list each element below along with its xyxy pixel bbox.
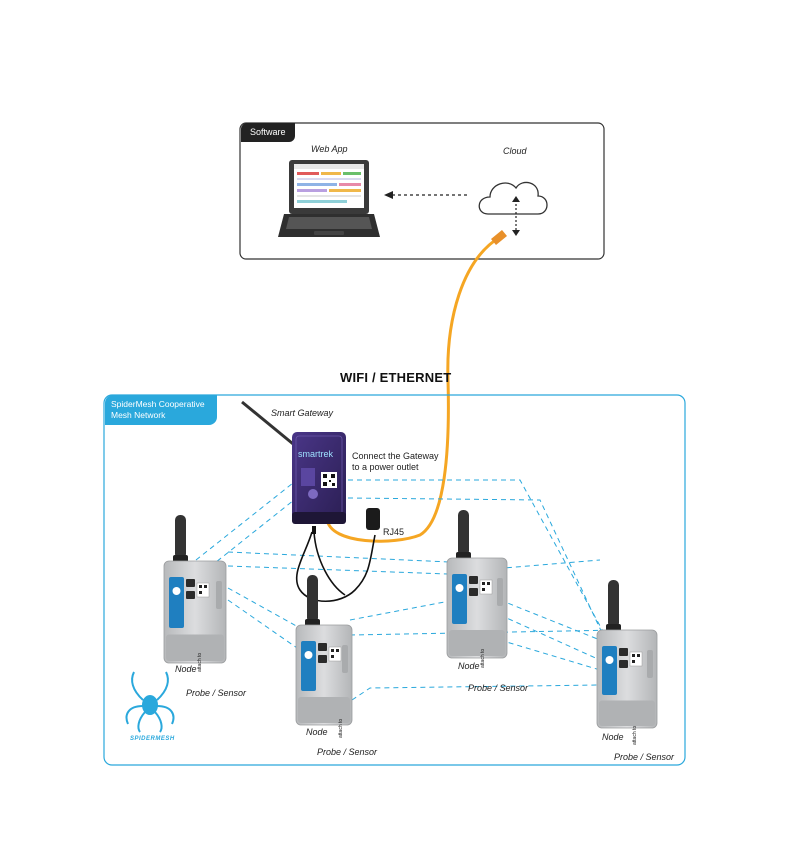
gateway-note-line2: to a power outlet [352,462,419,472]
attach-to-text: attach to [338,718,344,738]
qr-code-icon [479,579,493,595]
power-adapter-icon [366,508,380,530]
probe-sensor-label: Probe / Sensor [614,752,675,762]
qr-code-icon [629,651,643,667]
web-app-label: Web App [311,144,348,154]
node-label: Node [458,661,480,671]
cloud-icon [478,181,548,215]
qr-code-icon [328,646,342,662]
qr-code-icon [196,582,210,598]
node-label: Node [306,727,328,737]
probe-sensor-label: Probe / Sensor [468,683,529,693]
spidermesh-logo [125,671,175,733]
attach-to-text: attach to [632,725,638,745]
mesh-network-panel [103,394,686,766]
node-label: Node [602,732,624,742]
software-tag: Software [241,123,295,142]
antenna-icon [307,575,318,623]
probe-sensor-label: Probe / Sensor [186,688,247,698]
gateway-note-line1: Connect the Gateway [352,451,439,461]
smart-gateway-label: Smart Gateway [271,408,334,418]
node-panel [301,641,316,691]
antenna-icon [608,580,619,628]
antenna-icon [241,400,299,450]
gateway-device [241,400,346,524]
wifi-ethernet-title: WIFI / ETHERNET [340,370,452,385]
laptop-icon [278,160,380,237]
probe-sensor-label: Probe / Sensor [317,747,378,757]
spidermesh-logo-text: SPIDERMESH [130,736,175,742]
rj45-plug-icon [491,230,507,245]
gateway-note: Connect the Gateway to a power outlet [352,451,439,473]
power-cables [295,531,376,602]
node-panel [169,577,184,628]
antenna-icon [458,510,469,556]
node-label: Node [175,664,197,674]
cloud-label: Cloud [503,146,527,156]
gateway-brand: smartrek [298,449,334,459]
antenna-icon [175,515,186,559]
attach-to-text: attach to [197,652,203,672]
mesh-network-tag: SpiderMesh Cooperative Mesh Network [105,395,217,425]
mesh-tag-line2: Mesh Network [111,410,166,420]
node-panel [602,646,617,695]
attach-to-text: attach to [480,648,486,668]
node-panel [452,574,467,624]
rj45-label: RJ45 [383,527,405,537]
mesh-tag-line1: SpiderMesh Cooperative [111,399,205,409]
